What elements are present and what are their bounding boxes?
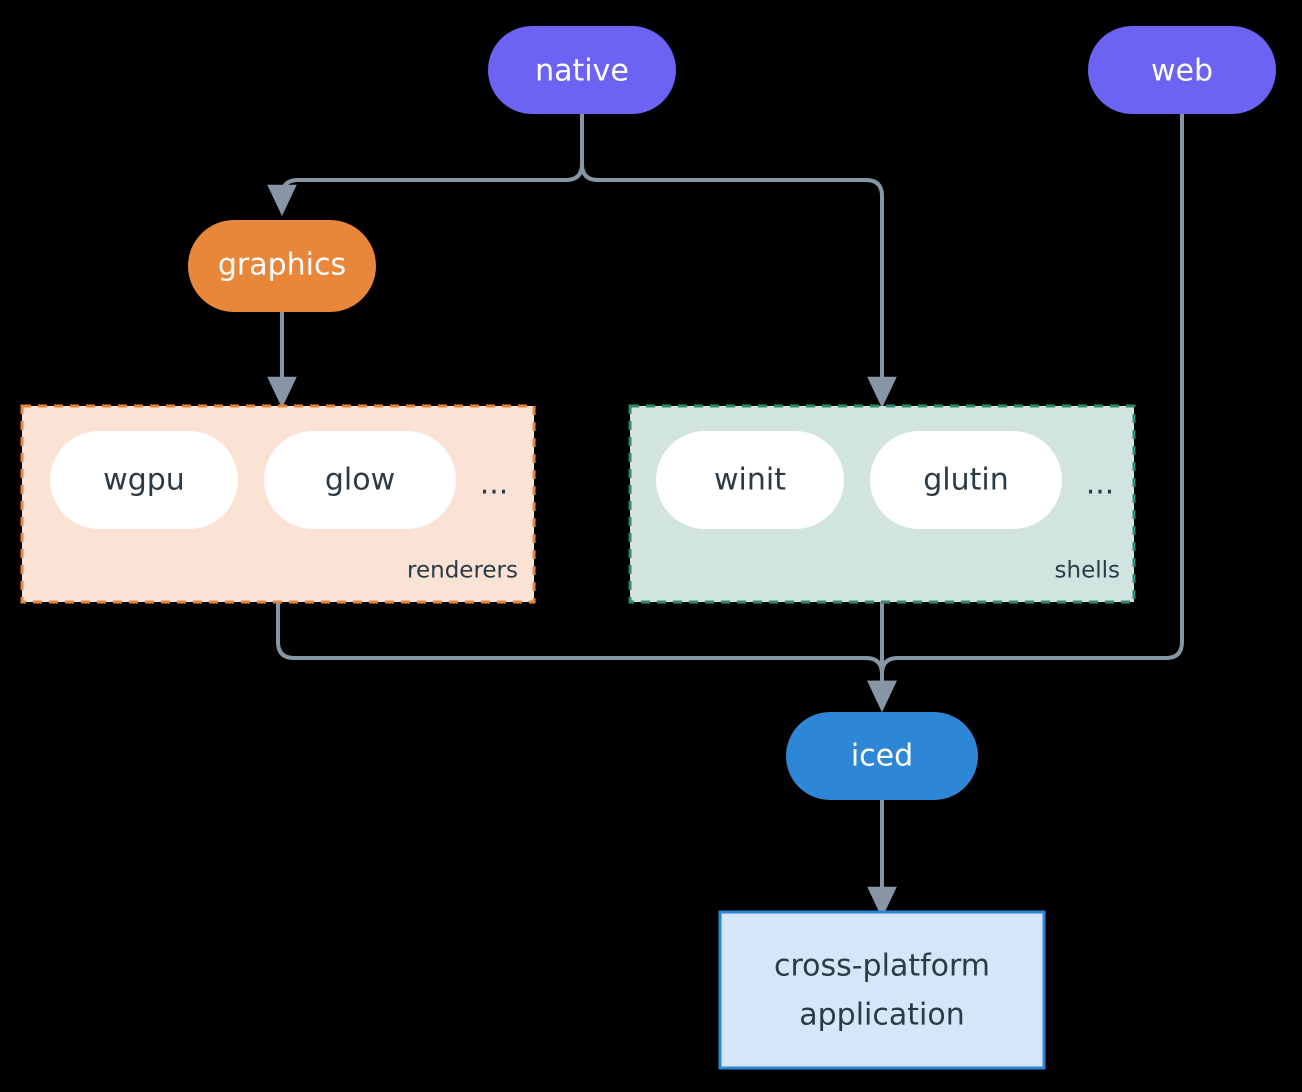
group-renderers-label: renderers <box>407 558 518 584</box>
node-application[interactable]: cross-platform application <box>718 910 1046 1070</box>
group-shells-ellipsis: ... <box>1086 467 1115 502</box>
node-graphics-label: graphics <box>218 248 346 283</box>
group-shells-item-glutin[interactable]: glutin <box>870 431 1062 529</box>
group-shells-item-winit-label: winit <box>714 463 786 498</box>
edge-renderers-to-iced <box>276 600 897 713</box>
node-web-label: web <box>1151 54 1213 89</box>
group-renderers-ellipsis: ... <box>480 467 509 502</box>
group-renderers-item-glow-label: glow <box>325 463 395 498</box>
node-native-label: native <box>535 54 629 89</box>
node-application-label-line1: cross-platform <box>774 949 990 984</box>
group-renderers-item-wgpu-label: wgpu <box>103 463 185 498</box>
node-graphics[interactable]: graphics <box>188 220 376 312</box>
group-renderers-item-glow[interactable]: glow <box>264 431 456 529</box>
node-native[interactable]: native <box>488 26 676 114</box>
group-shells: winit glutin ... shells <box>628 404 1136 604</box>
edge-web-to-iced <box>867 110 1184 713</box>
group-shells-item-glutin-label: glutin <box>923 463 1009 498</box>
node-iced[interactable]: iced <box>786 712 978 800</box>
node-application-frame <box>718 910 1046 1070</box>
edge-layer <box>267 110 1184 919</box>
node-application-label-line2: application <box>799 998 964 1033</box>
group-renderers: wgpu glow ... renderers <box>20 404 536 604</box>
node-web[interactable]: web <box>1088 26 1276 114</box>
group-shells-item-winit[interactable]: winit <box>656 431 844 529</box>
edge-native-trunk <box>267 110 584 217</box>
edge-native-to-shells <box>580 110 897 409</box>
node-iced-label: iced <box>851 739 913 774</box>
group-renderers-item-wgpu[interactable]: wgpu <box>50 431 238 529</box>
group-shells-label: shells <box>1055 558 1120 584</box>
